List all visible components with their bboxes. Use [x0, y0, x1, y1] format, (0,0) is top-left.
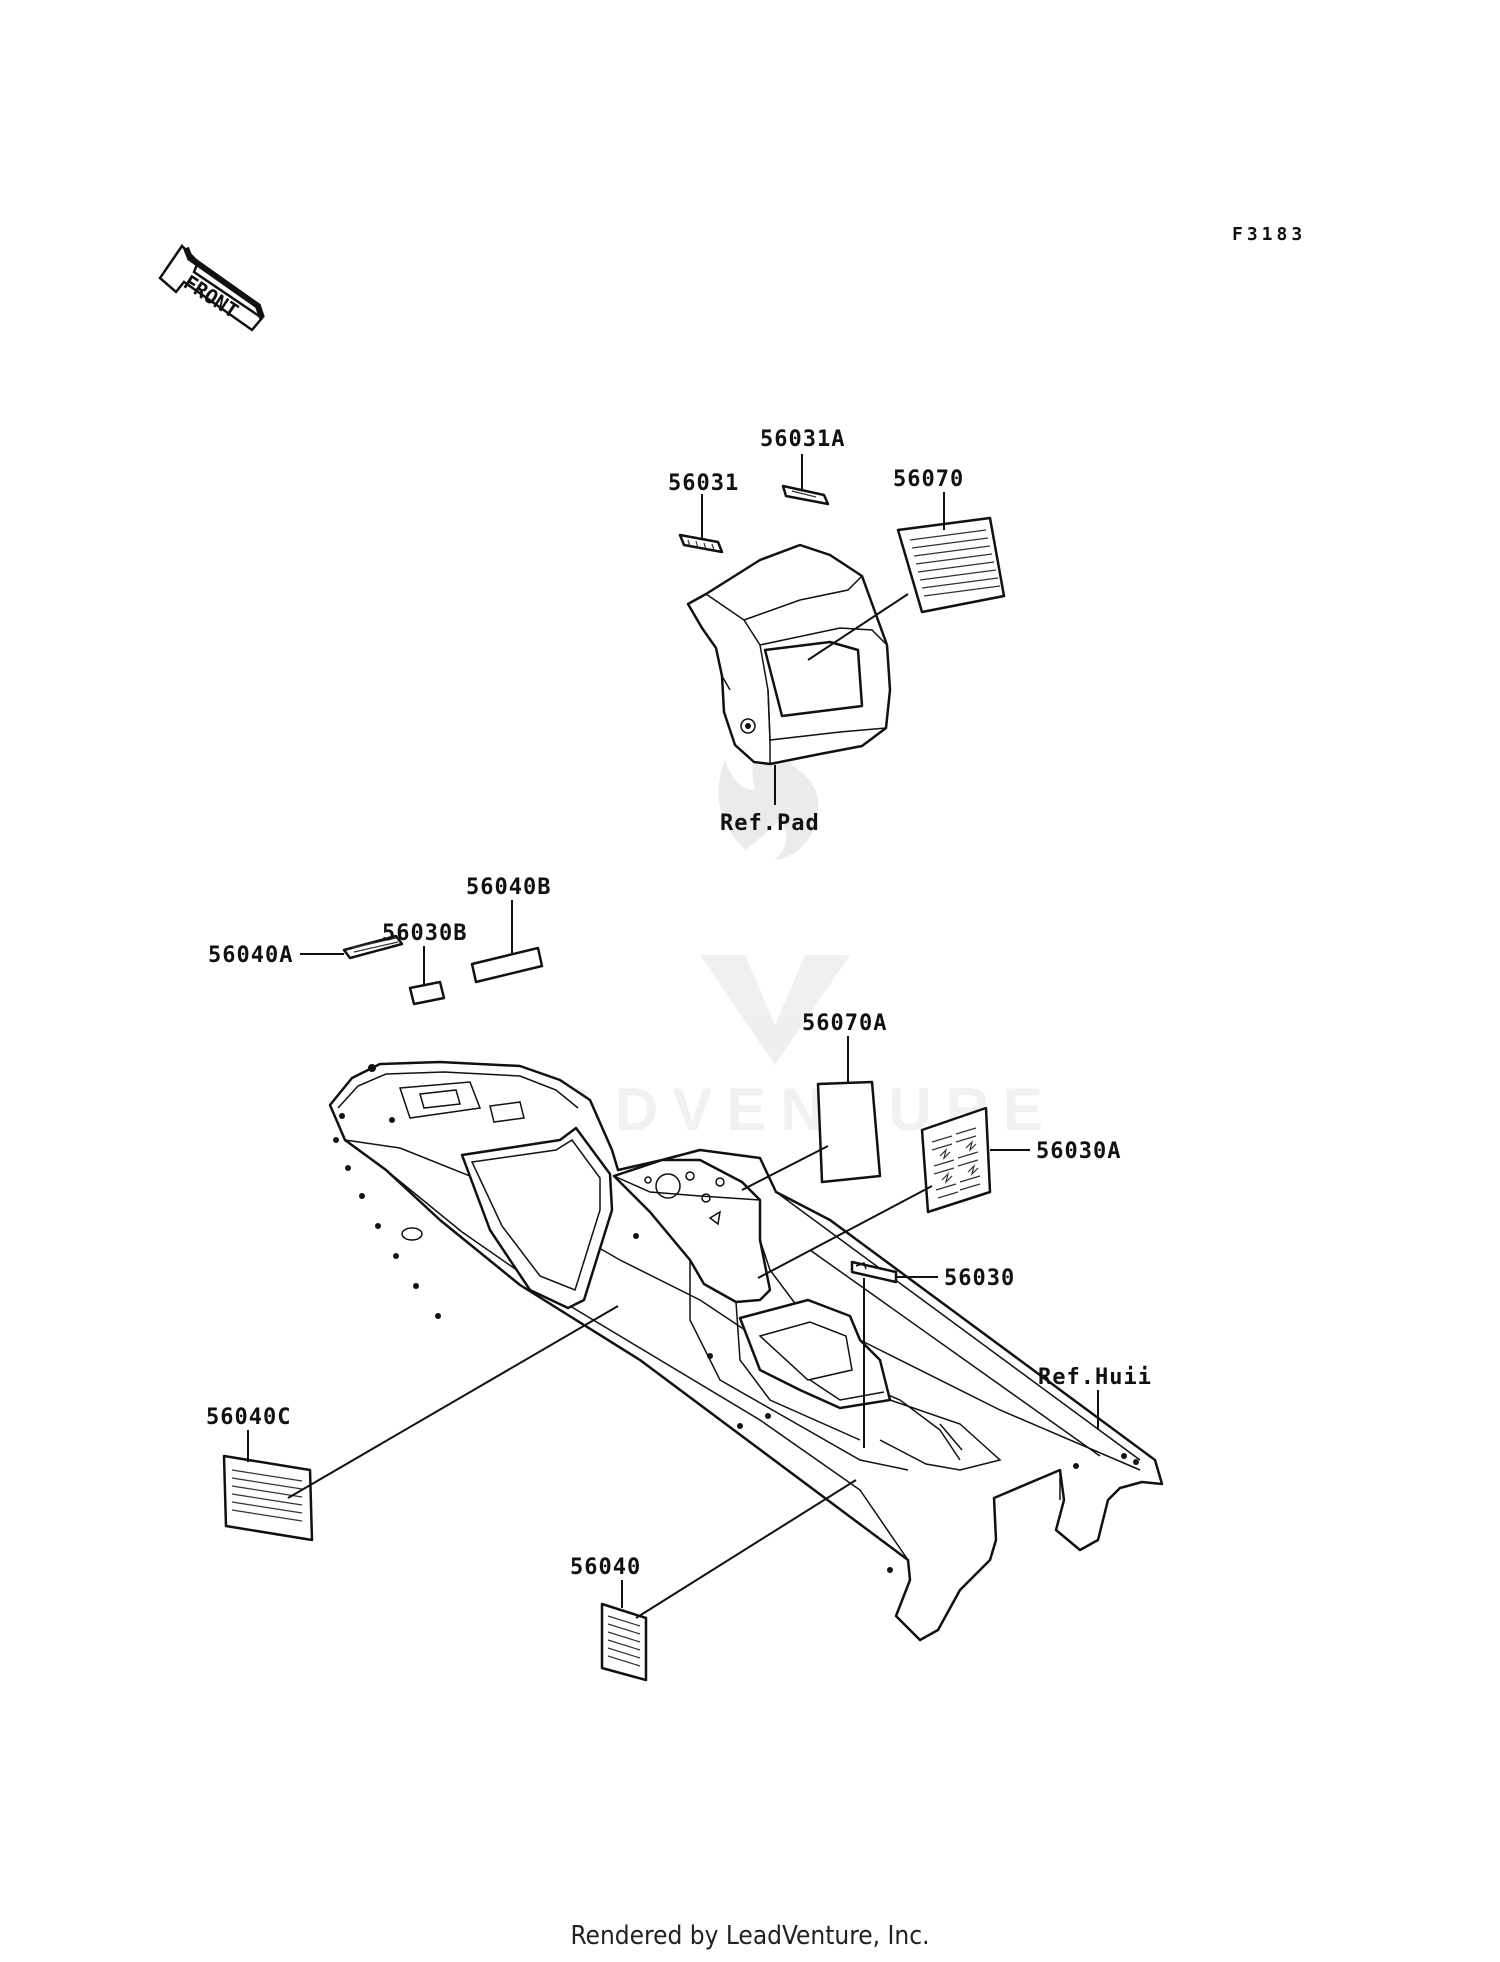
- pad-assembly: [678, 454, 1006, 805]
- label-56030B: 56030B: [382, 921, 467, 946]
- label-56031A: 56031A: [760, 427, 845, 452]
- label-56040: 56040: [570, 1555, 641, 1580]
- decal-56031: [678, 533, 724, 554]
- label-ref-pad: Ref.Pad: [720, 811, 820, 836]
- label-56040C: 56040C: [206, 1405, 291, 1430]
- label-56030: 56030: [944, 1266, 1015, 1291]
- diagram-code: F3183: [1232, 224, 1306, 245]
- label-56040B: 56040B: [466, 875, 551, 900]
- label-ref-hull: Ref.Huii: [1038, 1365, 1152, 1390]
- footer-credit: Rendered by LeadVenture, Inc.: [570, 1921, 929, 1951]
- front-label: FRONT: [179, 270, 243, 323]
- loose-decals: [300, 900, 544, 1006]
- label-56031: 56031: [668, 471, 739, 496]
- decal-56031A: [781, 484, 830, 506]
- front-arrow-icon: FRONT: [158, 244, 265, 332]
- label-56030A: 56030A: [1036, 1139, 1121, 1164]
- decal-56070: [896, 516, 1006, 614]
- label-56070A: 56070A: [802, 1011, 887, 1036]
- hull-assembly: [328, 1060, 1164, 1642]
- label-56040A: 56040A: [208, 943, 293, 968]
- hull-decals: [222, 1036, 1099, 1682]
- label-56070: 56070: [893, 467, 964, 492]
